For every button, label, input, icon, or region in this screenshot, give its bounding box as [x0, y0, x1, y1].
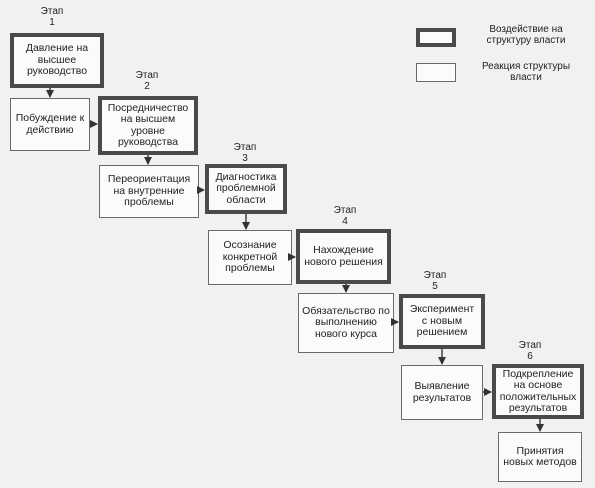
legend-power-label: Воздействие на структуру власти	[486, 24, 566, 46]
box-diagnosis: Диагностика проблемной области	[205, 164, 287, 214]
box-results: Выявление результатов	[401, 365, 483, 420]
box-reorientation: Переориентация на внутренние проблемы	[99, 165, 199, 218]
box-adoption: Принятия новых методов	[498, 432, 582, 482]
box-awareness: Осознание конкретной проблемы	[208, 230, 292, 285]
box-new-solution: Нахождение нового решения	[296, 229, 391, 284]
box-commitment: Обязательство по выполнению нового курса	[298, 293, 394, 353]
box-pressure: Давление на высшее руководство	[10, 33, 104, 88]
legend-reaction-label: Реакция структуры власти	[481, 61, 571, 83]
legend-reaction-swatch	[416, 63, 456, 82]
legend-power-swatch	[416, 28, 456, 47]
box-motivation: Побуждение к действию	[10, 98, 90, 151]
box-experiment: Эксперимент с новым решением	[399, 294, 485, 349]
box-mediation: Посредничество на высшем уровне руководс…	[98, 96, 198, 155]
box-reinforcement: Подкрепление на основе положительных рез…	[492, 364, 584, 419]
